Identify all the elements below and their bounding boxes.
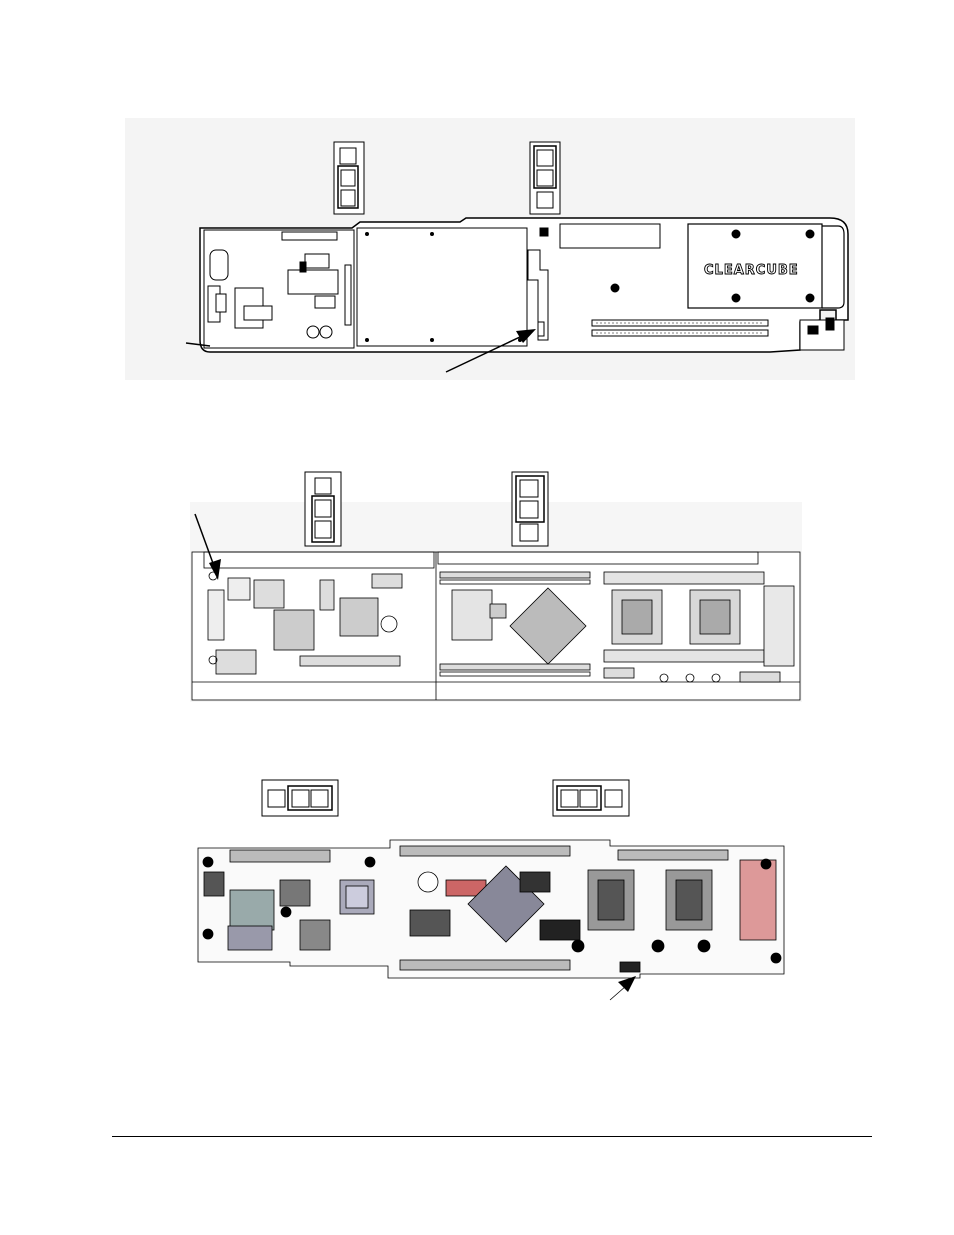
arrow-figure-3 [610,976,636,1000]
board-outline-3 [198,840,784,978]
jumper-diagram-5 [262,780,338,816]
footer-rule [112,1136,872,1137]
jumper-diagram-6 [553,780,629,816]
